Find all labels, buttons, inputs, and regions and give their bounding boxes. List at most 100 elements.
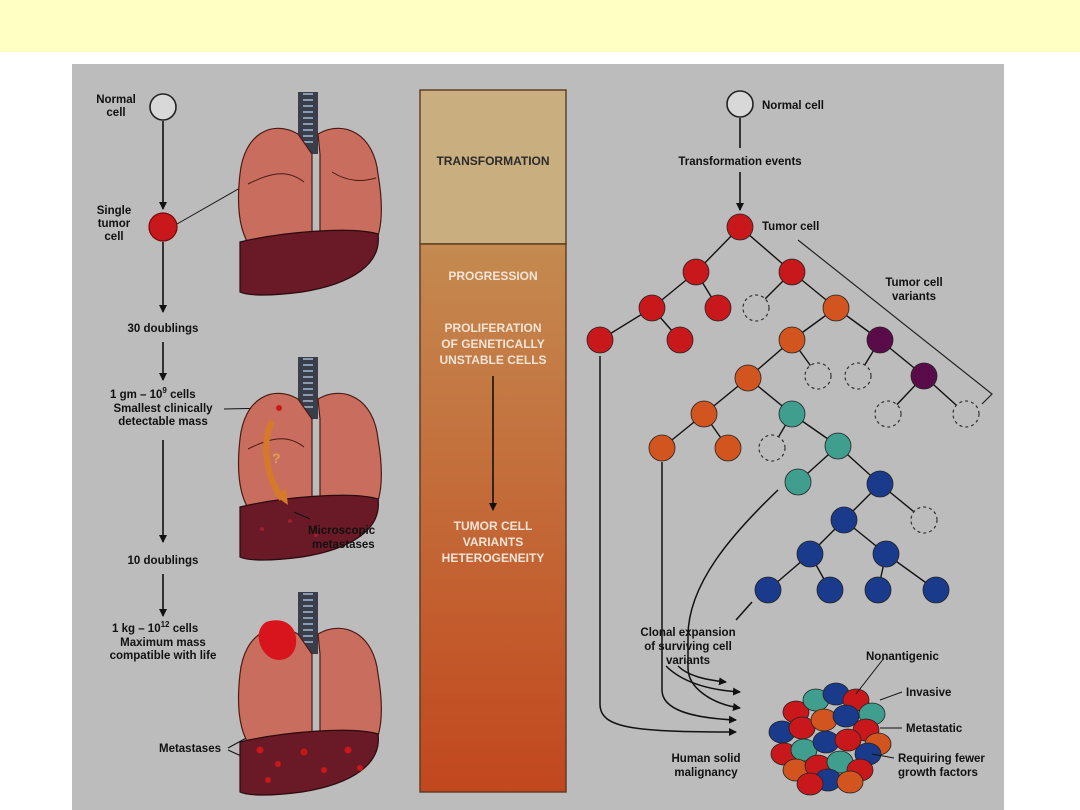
metastatic-label: Metastatic [906, 723, 963, 735]
spread-arrow-head [274, 489, 288, 505]
cell-node [778, 258, 806, 286]
clonal-label-1: Clonal expansion [640, 627, 735, 639]
pointer-microscopic [293, 511, 311, 520]
liver-with-metastases [239, 729, 379, 796]
cell-node [778, 400, 806, 428]
cell-node [586, 326, 614, 354]
path-orange-branch [661, 462, 737, 724]
dead-cell-node [742, 294, 770, 322]
cell-node [754, 576, 782, 604]
malignancy-cell [832, 704, 860, 728]
transformation-events-label: Transformation events [678, 156, 801, 168]
progression-box [419, 243, 567, 793]
cell-node [910, 362, 938, 390]
cell-node [714, 434, 742, 462]
single-tumor-label-1: Single [97, 205, 132, 217]
cell-node [648, 434, 676, 462]
pointer-requiring [871, 753, 895, 759]
nonantigenic-label: Nonantigenic [866, 651, 939, 663]
trachea-rings [303, 93, 313, 143]
cell-node [816, 576, 844, 604]
requiring-label-1: Requiring fewer [898, 753, 985, 765]
cell-node [824, 432, 852, 460]
cell-node [778, 326, 806, 354]
small-tumor-dot [276, 405, 282, 411]
human-solid-label-2: malignancy [674, 767, 738, 779]
malignancy-cell [810, 708, 838, 732]
cell-node [638, 294, 666, 322]
doublings-10-label: 10 doublings [128, 555, 199, 567]
cell-node [866, 470, 894, 498]
path-teal-branch [687, 489, 779, 711]
smallest-mass-label-2: detectable mass [118, 416, 208, 428]
human-solid-label-1: Human solid [671, 753, 740, 765]
variants-bracket [797, 239, 993, 405]
dead-cell-node [758, 434, 786, 462]
tumor-cell-label: Tumor cell [762, 221, 819, 233]
variants-label-1: TUMOR CELL [454, 519, 533, 533]
organ-illustration-2: ? [237, 357, 382, 561]
cell-node [666, 326, 694, 354]
path-blue-branch [735, 601, 753, 621]
left-timeline: Normal cell Single tumor cell 30 doublin… [96, 93, 278, 761]
single-tumor-label-3: cell [104, 231, 123, 243]
malignancy-cell [836, 770, 864, 794]
cell-node [704, 294, 732, 322]
dead-cell-node [910, 506, 938, 534]
cell-node [922, 576, 950, 604]
spread-arrow-shaft [263, 419, 285, 501]
dead-cell-node [804, 362, 832, 390]
normal-cell-circle [149, 93, 177, 121]
transformation-label: TRANSFORMATION [436, 154, 549, 168]
large-tumor-mass [258, 620, 297, 660]
proliferation-label-3: UNSTABLE CELLS [439, 353, 546, 367]
clonal-label-2: of surviving cell [644, 641, 732, 653]
dead-cell-node [874, 400, 902, 428]
tree-nodes [586, 213, 980, 604]
proliferation-label-1: PROLIFERATION [444, 321, 541, 335]
normal-cell-label-2: cell [106, 107, 125, 119]
cell-node [866, 326, 894, 354]
variants-label-2: VARIANTS [463, 535, 523, 549]
organ-illustration-1 [237, 92, 382, 296]
cell-node [726, 213, 754, 241]
variants-label-3: HETEROGENEITY [442, 551, 545, 565]
clonal-label-3: variants [666, 655, 710, 667]
liver [239, 494, 379, 561]
normal-cell-label-1: Normal [96, 94, 136, 106]
maximum-mass-label-2: compatible with life [110, 650, 217, 662]
microscopic-label-2: metastases [312, 539, 375, 551]
invasive-label: Invasive [906, 687, 951, 699]
title-band [0, 0, 1080, 52]
lung-fissures [247, 171, 377, 185]
maximum-mass-label-1: Maximum mass [120, 637, 206, 649]
variants-label-1: Tumor cell [885, 277, 942, 289]
normal-cell-circle-right [726, 90, 754, 118]
pointer-nonantigenic [855, 657, 885, 695]
doublings-30-label: 30 doublings [128, 323, 199, 335]
cell-node [830, 506, 858, 534]
malignancy-cell [834, 728, 862, 752]
cell-node [690, 400, 718, 428]
proliferation-label-2: OF GENETICALLY [441, 337, 545, 351]
metastases-label: Metastases [159, 743, 221, 755]
cell-node [784, 468, 812, 496]
dead-cell-node [952, 400, 980, 428]
stage-bar: TRANSFORMATION PROGRESSION PROLIFERATION… [419, 89, 567, 793]
variants-label-2: variants [892, 291, 936, 303]
cell-node [734, 364, 762, 392]
diagram-panel: Normal cell Single tumor cell 30 doublin… [72, 64, 1004, 810]
cell-node [864, 576, 892, 604]
liver [239, 229, 379, 296]
path-clonal-1 [665, 665, 741, 696]
path-clonal-2 [677, 665, 727, 686]
progression-label: PROGRESSION [448, 269, 537, 283]
left-lung [237, 127, 313, 250]
microscopic-label-1: Microscopic [308, 525, 376, 537]
one-kg-label: 1 kg – 1012 cells [112, 620, 198, 635]
malignancy-cluster [768, 682, 892, 796]
transformation-box [419, 89, 567, 245]
organ-illustration-3 [237, 592, 382, 796]
tumor-progression-diagram: Normal cell Single tumor cell 30 doublin… [96, 89, 993, 796]
cell-node [682, 258, 710, 286]
